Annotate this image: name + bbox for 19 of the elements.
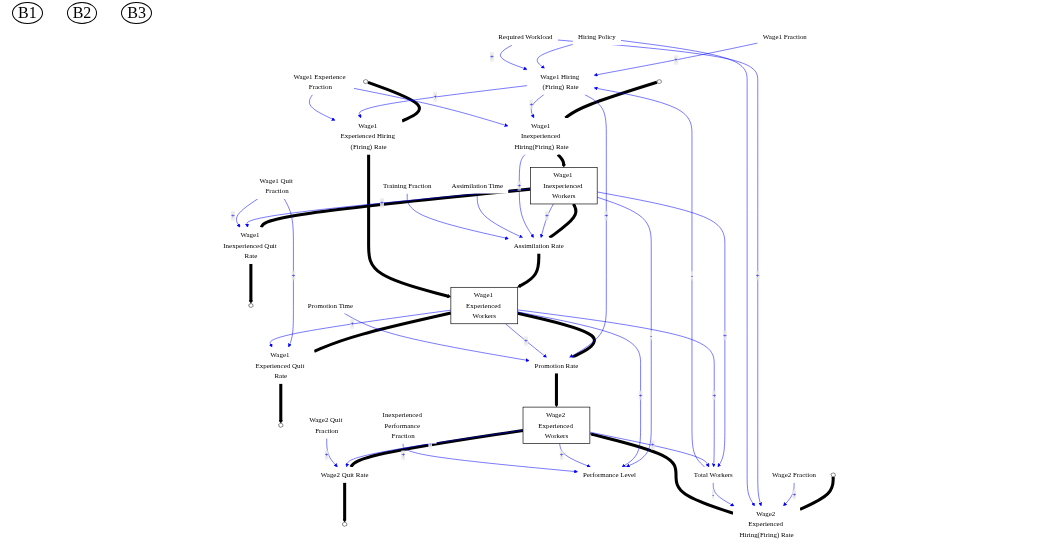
flow-pipe — [313, 311, 452, 353]
flow-pipe — [278, 383, 283, 424]
flow-pipe — [248, 263, 253, 304]
flow-pipe — [517, 253, 541, 288]
flow-pipe — [554, 373, 559, 408]
node-cloud — [278, 423, 284, 428]
node-cloud — [248, 303, 254, 308]
flow-pipe — [342, 482, 347, 523]
node-cloud — [342, 522, 348, 527]
flow-pipe — [367, 154, 452, 298]
flow-pipe — [517, 311, 596, 359]
flow-pipe — [799, 476, 835, 511]
node-cloud — [363, 79, 369, 84]
node-cloud — [656, 79, 662, 84]
flow-pipe — [564, 80, 658, 120]
flow-pipe — [589, 432, 734, 515]
flow-pipe — [548, 203, 578, 240]
flow-pipe — [367, 80, 421, 123]
node-cloud — [830, 472, 836, 477]
